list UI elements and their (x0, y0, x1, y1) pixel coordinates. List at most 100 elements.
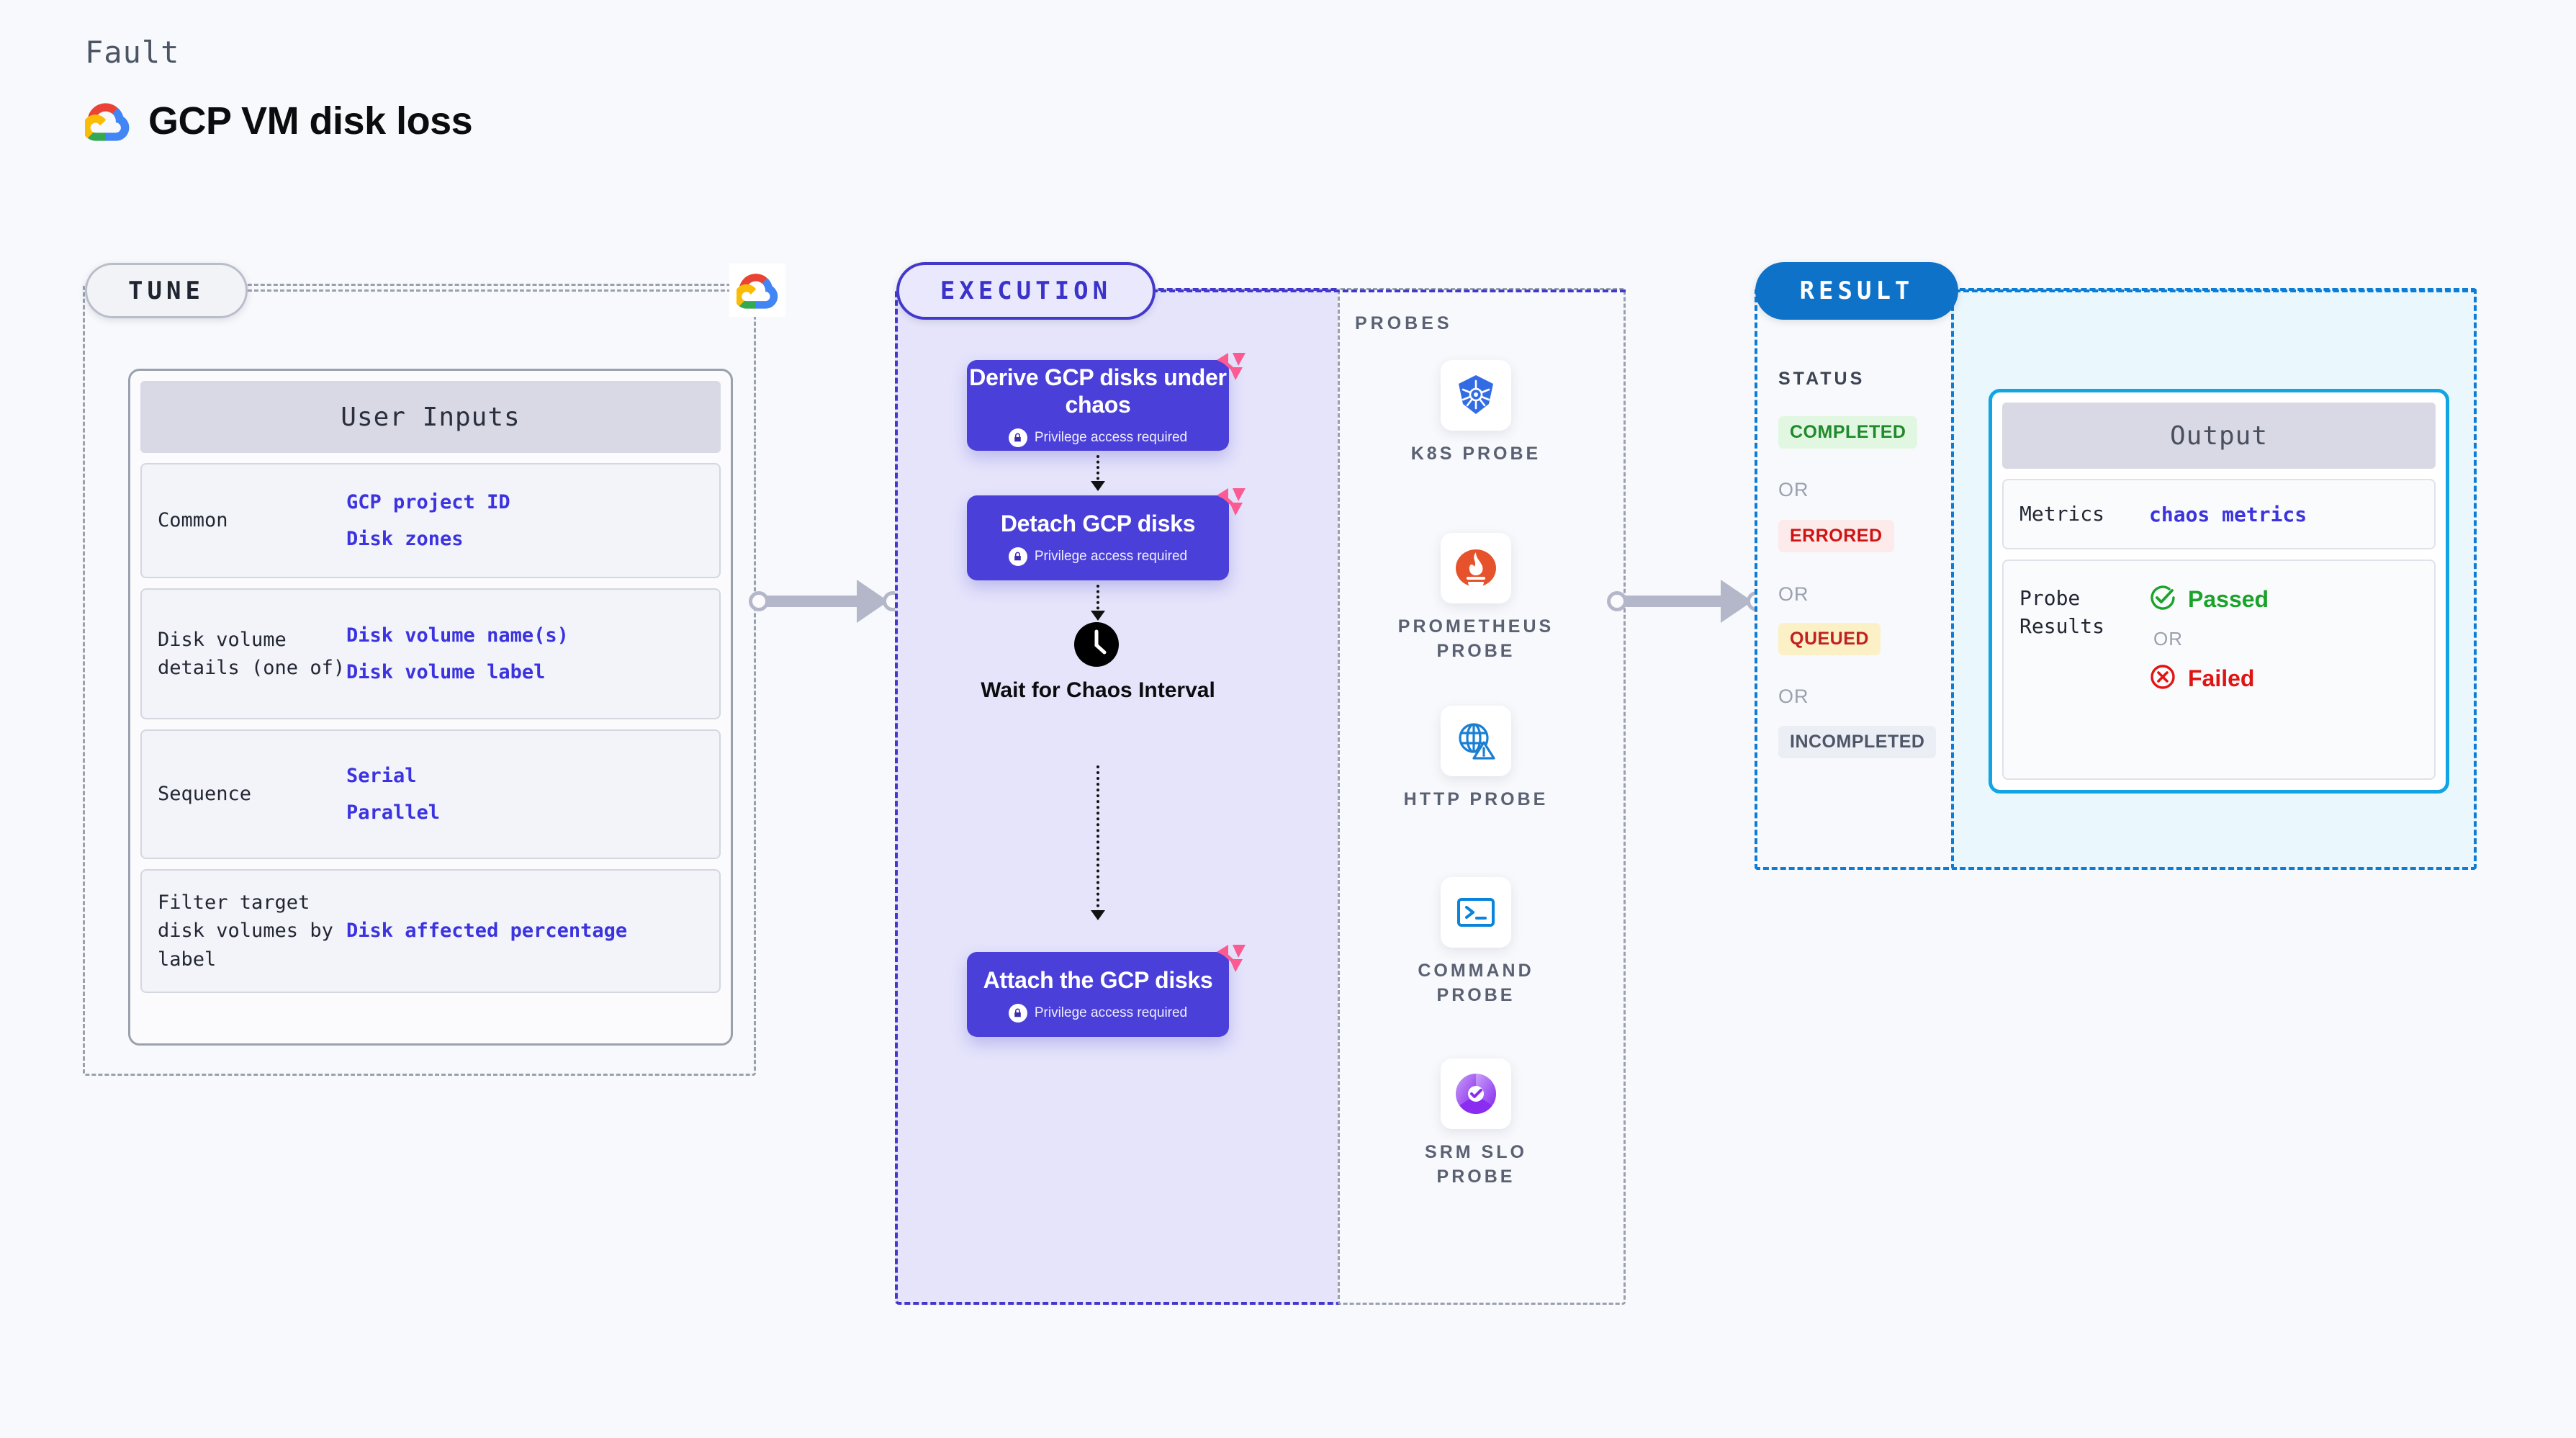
connector-tune-to-execution (749, 580, 904, 623)
tune-panel (83, 284, 756, 1076)
status-title: STATUS (1778, 369, 1865, 389)
privilege-note-text: Privilege access required (1034, 430, 1188, 446)
probe-result-or-separator: OR (2153, 628, 2183, 650)
stage-pill-execution-label: EXECUTION (940, 277, 1112, 305)
user-input-row-filter-by-label: Filter target disk volumes by label Disk… (140, 869, 721, 993)
user-input-values: Disk volume name(s) Disk volume label (346, 617, 569, 691)
output-probe-results-values: Passed OR Failed (2149, 584, 2269, 694)
stage-pill-tune[interactable]: TUNE (85, 263, 248, 318)
probe-item-k8s[interactable]: K8S PROBE (1390, 360, 1562, 467)
output-card: Output Metrics chaos metrics Probe Resul… (1989, 389, 2449, 794)
lock-icon (1008, 1004, 1027, 1023)
user-inputs-title: User Inputs (140, 381, 721, 453)
probes-title: PROBES (1355, 313, 1453, 333)
flow-connector-line (1096, 765, 1099, 913)
probe-label: PROMETHEUS PROBE (1397, 616, 1554, 661)
output-metrics-value[interactable]: chaos metrics (2149, 502, 2307, 526)
http-globe-warning-icon (1441, 706, 1511, 776)
privilege-note: Privilege access required (1008, 547, 1188, 567)
probe-label: COMMAND PROBE (1418, 961, 1534, 1005)
x-circle-icon (2149, 663, 2176, 694)
page-header: Fault GCP VM disk loss (85, 35, 473, 143)
page-title-row: GCP VM disk loss (85, 99, 473, 143)
user-input-value[interactable]: Disk volume name(s) (346, 624, 569, 647)
probe-item-prometheus[interactable]: PROMETHEUS PROBE (1390, 533, 1562, 664)
status-badge-errored: ERRORED (1778, 520, 1894, 552)
privilege-note: Privilege access required (1008, 1004, 1187, 1023)
output-probe-results-label: Probe Results (2019, 586, 2105, 639)
flow-connector-line (1096, 455, 1099, 485)
user-input-label: Common (158, 509, 228, 532)
probe-label: K8S PROBE (1410, 444, 1541, 464)
user-input-value[interactable]: Serial (346, 764, 417, 787)
user-input-values: Serial Parallel (346, 758, 440, 832)
user-input-values: Disk affected percentage (346, 917, 627, 945)
fault-eyebrow-label: Fault (85, 35, 180, 70)
user-input-row-sequence: Sequence Serial Parallel (140, 729, 721, 859)
probe-item-http[interactable]: HTTP PROBE (1390, 706, 1562, 812)
litmus-badge-icon (1214, 942, 1248, 974)
privilege-note: Privilege access required (1008, 428, 1188, 448)
probe-item-srm-slo[interactable]: SRM SLO PROBE (1390, 1059, 1562, 1190)
litmus-badge-icon (1214, 350, 1248, 382)
user-input-value[interactable]: Disk affected percentage (346, 920, 628, 943)
status-or-separator: OR (1778, 479, 1809, 500)
user-input-values: GCP project ID Disk zones (346, 484, 510, 558)
lock-icon (1008, 547, 1027, 567)
user-input-label: Sequence (158, 783, 252, 806)
status-badge-incompleted: INCOMPLETED (1778, 726, 1937, 758)
user-input-row-disk-volume-details: Disk volume details (one of) Disk volume… (140, 588, 721, 719)
execution-node-derive-gcp-disks[interactable]: Derive GCP disks under chaos Privilege a… (967, 360, 1229, 451)
page-title: GCP VM disk loss (148, 99, 473, 143)
lock-icon (1008, 428, 1027, 448)
privilege-note-text: Privilege access required (1034, 549, 1188, 565)
output-metrics-label: Metrics (2019, 502, 2105, 526)
user-input-value[interactable]: Parallel (346, 801, 441, 824)
connector-execution-to-result (1607, 580, 1767, 623)
wait-for-chaos-interval-label: Wait for Chaos Interval (981, 678, 1215, 702)
stage-pill-result-label: RESULT (1799, 277, 1914, 305)
srm-slo-icon (1441, 1059, 1511, 1129)
status-or-separator: OR (1778, 686, 1809, 707)
probe-result-failed-label: Failed (2188, 665, 2255, 691)
terminal-icon (1441, 877, 1511, 948)
kubernetes-icon (1441, 360, 1511, 431)
user-inputs-card: User Inputs Common GCP project ID Disk z… (128, 369, 733, 1046)
flow-connector-arrow (1091, 481, 1105, 491)
probe-label: SRM SLO PROBE (1425, 1142, 1527, 1187)
status-badge-completed: COMPLETED (1778, 416, 1918, 449)
clock-icon (1074, 622, 1119, 667)
litmus-badge-icon (1214, 485, 1248, 517)
stage-pill-result[interactable]: RESULT (1755, 262, 1958, 320)
user-input-label: Disk volume details (one of) (158, 628, 346, 679)
probe-item-command[interactable]: COMMAND PROBE (1390, 877, 1562, 1008)
probe-result-passed: Passed (2149, 584, 2269, 615)
execution-node-attach-gcp-disks[interactable]: Attach the GCP disks Privilege access re… (967, 952, 1229, 1037)
probe-label: HTTP PROBE (1403, 789, 1549, 809)
output-row-metrics: Metrics chaos metrics (2002, 479, 2436, 549)
stage-pill-tune-label: TUNE (128, 276, 204, 305)
probe-result-passed-label: Passed (2188, 586, 2269, 612)
tune-gcp-badge-icon (729, 264, 785, 317)
tune-pill-connector-line (248, 289, 731, 292)
execution-node-title: Detach GCP disks (1000, 510, 1196, 536)
execution-node-detach-gcp-disks[interactable]: Detach GCP disks Privilege access requir… (967, 495, 1229, 580)
flow-connector-arrow (1091, 611, 1105, 621)
result-pill-connector-line (1955, 289, 2477, 292)
stage-pill-execution[interactable]: EXECUTION (896, 262, 1156, 320)
user-input-row-common: Common GCP project ID Disk zones (140, 463, 721, 578)
user-input-value[interactable]: Disk volume label (346, 661, 546, 683)
flow-connector-line (1096, 585, 1099, 615)
user-input-value[interactable]: Disk zones (346, 528, 464, 550)
prometheus-icon (1441, 533, 1511, 603)
user-input-value[interactable]: GCP project ID (346, 490, 510, 513)
execution-node-title: Derive GCP disks under chaos (969, 364, 1227, 418)
execution-node-title: Attach the GCP disks (983, 966, 1213, 993)
check-circle-icon (2149, 584, 2176, 615)
output-card-title: Output (2002, 403, 2436, 469)
probe-result-failed: Failed (2149, 663, 2269, 694)
status-badge-queued: QUEUED (1778, 623, 1881, 655)
flow-connector-arrow (1091, 910, 1105, 920)
user-input-label: Filter target disk volumes by label (158, 891, 333, 971)
execution-pill-connector-line (1152, 289, 1626, 292)
